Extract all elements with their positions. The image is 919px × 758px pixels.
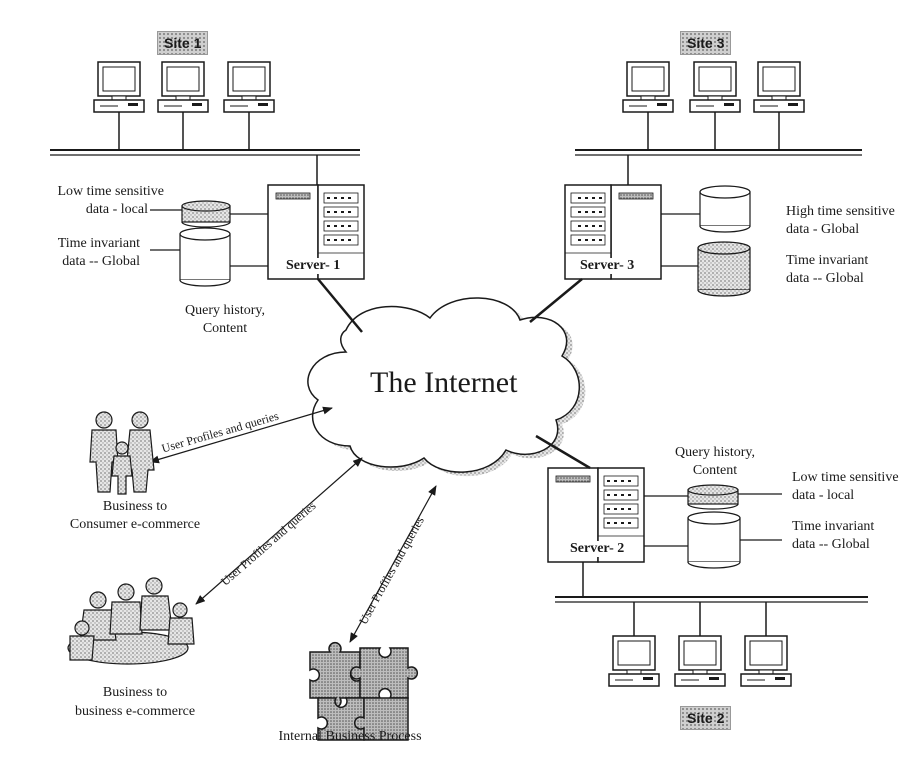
server-1: [150, 184, 365, 287]
link-server3-internet: [529, 278, 583, 323]
server-2: [547, 467, 782, 569]
site-2-network: [555, 562, 868, 687]
server-3-label: Server- 3: [578, 258, 637, 274]
arrow-b2c: [149, 406, 333, 464]
site-1-network: [50, 61, 360, 185]
server-1-db-top-label-line2: data - local: [85, 202, 148, 217]
b2c-label-line2: Consumer e-commerce: [69, 517, 201, 532]
server-1-db-top-label-line1: Low time sensitive: [57, 184, 164, 199]
database-icon: [687, 484, 739, 510]
workstation-icon: [157, 61, 209, 113]
database-icon: [181, 200, 231, 228]
b2b-label-line1: Business to: [102, 685, 168, 700]
server-1-db-bottom-label-line2: data -- Global: [62, 254, 140, 269]
server-1-label: Server- 1: [284, 258, 343, 274]
server-2-label: Server- 2: [568, 541, 627, 557]
arrow-b2b: [195, 457, 363, 605]
internet-cloud: [307, 297, 586, 477]
link-server2-internet: [535, 434, 591, 470]
database-icon: [699, 185, 751, 233]
workstation-icon: [689, 61, 741, 113]
database-icon: [687, 511, 741, 569]
workstation-icon: [740, 635, 792, 687]
workstation-icon: [93, 61, 145, 113]
workstation-icon: [674, 635, 726, 687]
workstation-icon: [608, 635, 660, 687]
b2c-label-line1: Business to: [102, 499, 168, 514]
server-2-caption-line1: Query history,: [675, 445, 755, 460]
server-3-db-bottom-label-line1: Time invariant: [786, 253, 869, 268]
workstation-icon: [223, 61, 275, 113]
site-2-label: Site 2: [680, 706, 732, 730]
server-2-db-bottom-label-line1: Time invariant: [792, 519, 875, 534]
database-icon: [179, 227, 231, 287]
server-1-caption-line1: Query history,: [185, 303, 265, 318]
workstation-icon: [622, 61, 674, 113]
meeting-group-icon: [67, 577, 195, 665]
server-2-db-bottom-label-line2: data -- Global: [792, 537, 870, 552]
server-2-db-top-label-line1: Low time sensitive: [792, 470, 899, 485]
server-3-db-bottom-label-line2: data -- Global: [786, 271, 864, 286]
internet-cloud-label: The Internet: [370, 366, 518, 399]
server-1-db-bottom-label-line1: Time invariant: [57, 236, 140, 251]
family-icon: [89, 411, 155, 495]
site-3-label: Site 3: [680, 31, 732, 55]
site-1-label: Site 1: [157, 31, 209, 55]
puzzle-icon: [309, 642, 418, 741]
server-1-caption-line2: Content: [202, 321, 248, 336]
server-3-db-top-label-line1: High time sensitive: [786, 204, 895, 219]
database-icon: [697, 241, 751, 297]
arrow-internal: [349, 485, 437, 643]
site-3-network: [575, 61, 862, 185]
internal-process-label: Internal Business Process: [278, 729, 422, 744]
server-2-caption-line2: Content: [692, 463, 738, 478]
server-3-db-top-label-line2: data - Global: [786, 222, 860, 237]
workstation-icon: [753, 61, 805, 113]
server-2-db-top-label-line2: data - local: [792, 488, 855, 503]
server-3: [564, 184, 751, 297]
b2b-label-line2: business e-commerce: [74, 704, 196, 719]
link-server1-internet: [317, 278, 363, 333]
